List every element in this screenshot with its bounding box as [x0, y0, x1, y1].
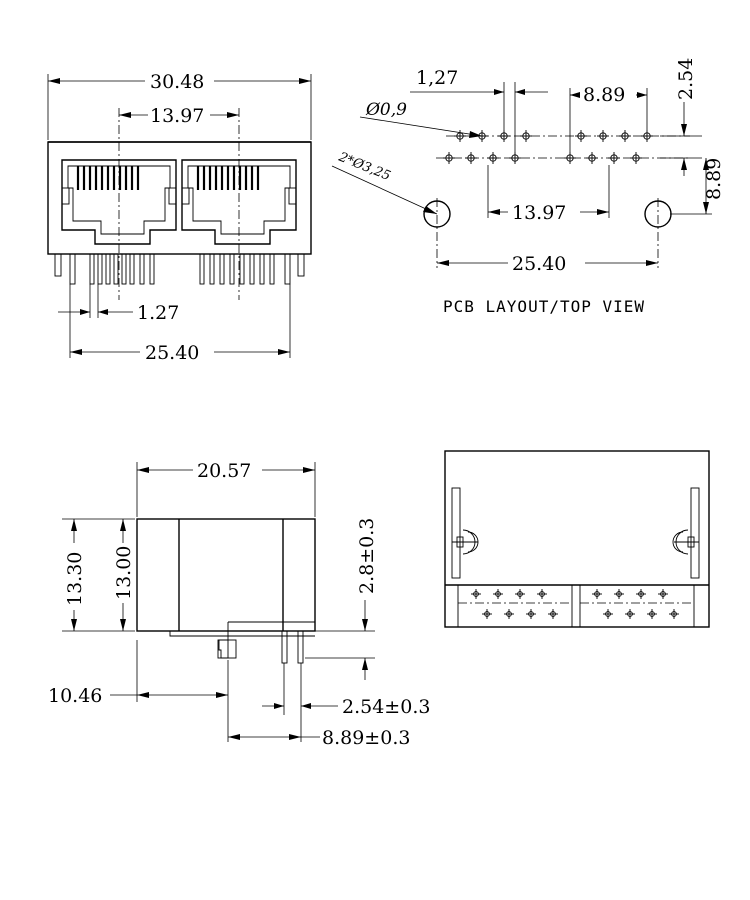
bottom-view: [444, 450, 710, 628]
port-left: [61, 159, 177, 245]
side-dim-total-height: 13.30: [64, 552, 86, 606]
pcb-dim-pin-pitch: 1,27: [416, 67, 458, 89]
side-dim-row-spacing: 2.54±0.3: [342, 696, 430, 718]
side-view: 20.57 13.30 13.00 2.8±0.3 10.46: [48, 460, 430, 749]
port-right: [181, 159, 297, 245]
lock-left: [452, 529, 479, 555]
pcb-layout: 1,27 Ø0,9 8.89 2.54 8.89 2*Ø3,25: [331, 58, 725, 316]
front-pins: [54, 253, 305, 285]
pcb-dim-vertical-offset: 8.89: [703, 158, 725, 200]
side-dim-pin-length: 2.8±0.3: [356, 518, 378, 594]
side-dim-front-offset: 10.46: [48, 685, 102, 707]
pcb-dim-group-width: 8.89: [583, 84, 625, 106]
pcb-dim-group-spacing: 13.97: [512, 202, 566, 224]
dim-overall-width: 30.48: [150, 71, 204, 93]
dim-port-spacing: 13.97: [150, 105, 204, 127]
side-dim-body-height: 13.00: [113, 546, 135, 600]
bottom-pins: [470, 588, 680, 620]
side-dim-post-to-pin: 8.89±0.3: [322, 727, 410, 749]
front-view: 30.48 13.97 1.27 25.40: [47, 71, 312, 364]
lock-right: [672, 529, 699, 555]
pcb-pin-hole: Ø0,9: [365, 100, 407, 120]
pcb-post-hole: 2*Ø3,25: [336, 149, 393, 184]
side-dim-depth: 20.57: [197, 460, 251, 482]
pcb-dim-row-spacing: 2.54: [675, 58, 697, 100]
pcb-layout-caption: PCB LAYOUT/TOP VIEW: [443, 297, 645, 316]
dim-pin-span: 25.40: [145, 342, 199, 364]
dim-pin-pitch: 1.27: [137, 302, 179, 324]
pcb-dim-post-spacing: 25.40: [512, 253, 566, 275]
